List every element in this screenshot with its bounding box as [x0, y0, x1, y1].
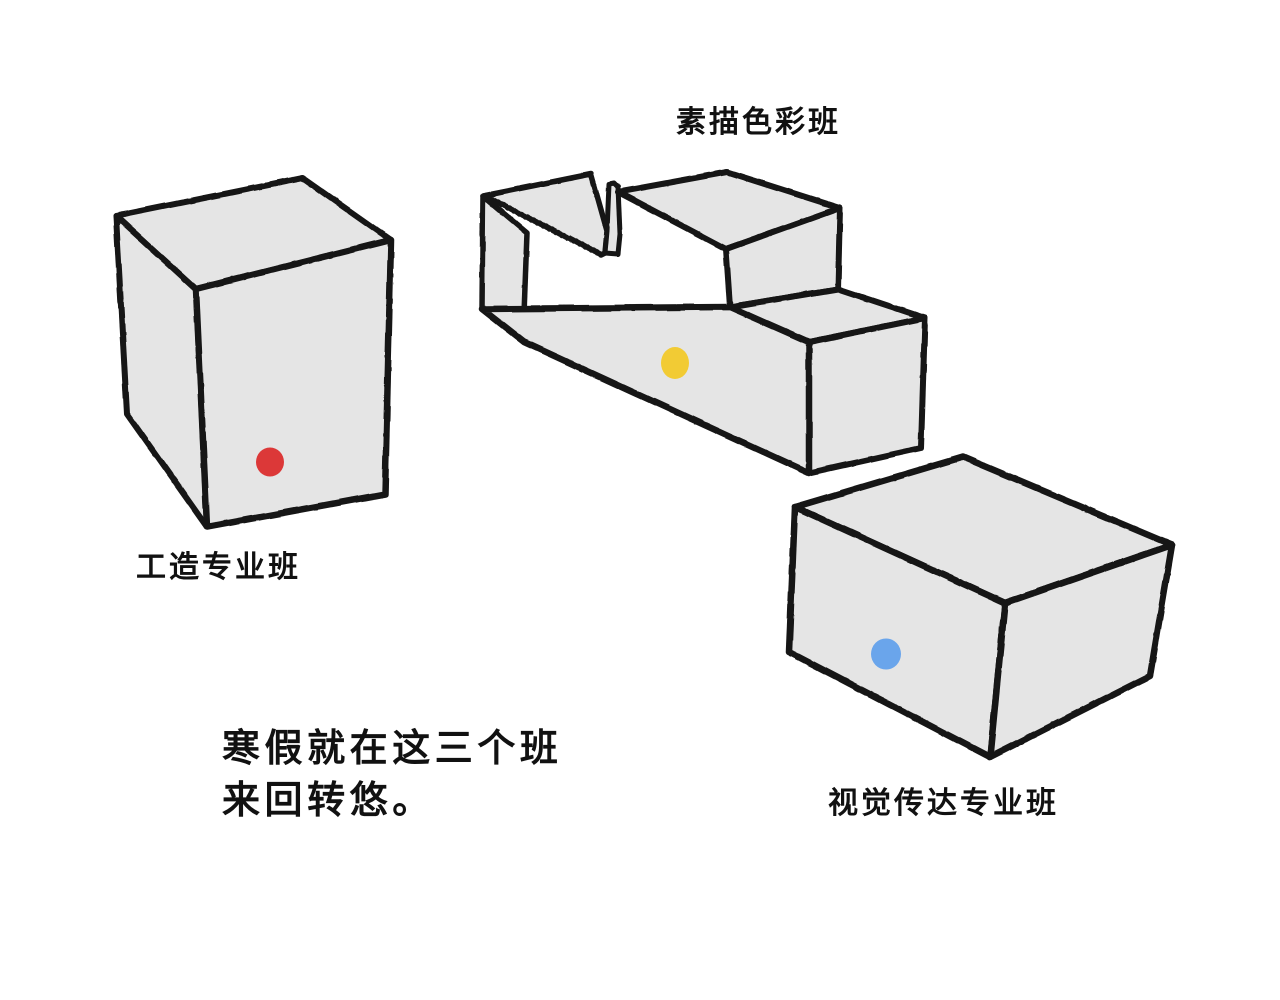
stair-notch-wall [602, 180, 623, 257]
stair-body-front-face [478, 303, 813, 477]
label-stair-block: 素描色彩班 [676, 105, 841, 140]
yellow-dot [661, 347, 689, 379]
blue-dot [871, 638, 901, 670]
label-wide-box: 视觉传达专业班 [828, 786, 1059, 821]
stair-lower-step-front-face [806, 315, 928, 476]
tall-cube-shape [113, 175, 395, 531]
tall-cube-front-face [192, 236, 395, 531]
caption-text: 寒假就在这三个班 来回转悠。 [222, 722, 562, 827]
red-dot [256, 447, 284, 477]
stair-block-shape [478, 169, 928, 477]
wide-box-shape [785, 453, 1176, 761]
caption-line-1: 寒假就在这三个班 [222, 726, 563, 770]
label-tall-cube: 工造专业班 [136, 550, 301, 585]
stair-upper-left-top-face [480, 171, 610, 258]
wide-box-right-face [986, 541, 1176, 761]
caption-line-2: 来回转悠。 [222, 778, 435, 823]
